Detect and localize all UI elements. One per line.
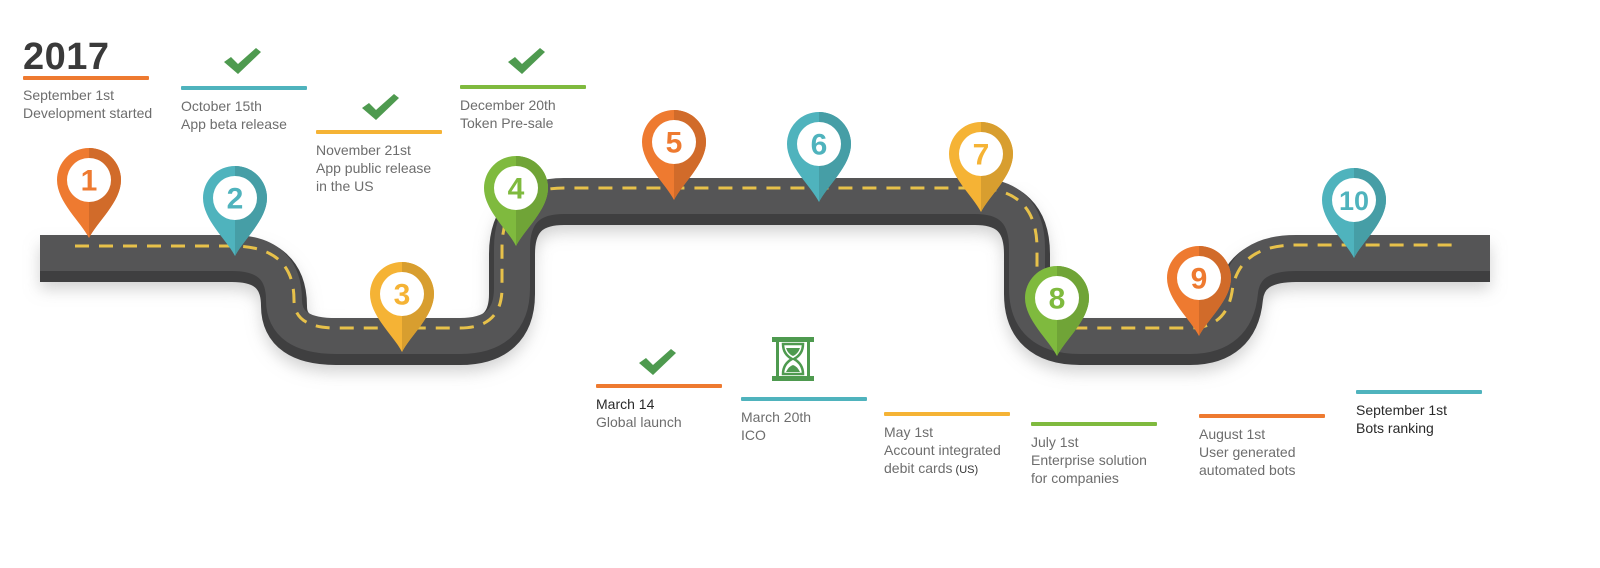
milestone-color-bar — [23, 76, 149, 80]
milestone-description: Development started — [23, 105, 153, 121]
map-pin-3: 3 — [370, 262, 434, 352]
milestone-description: App beta release — [181, 116, 287, 132]
milestone-date: November 21st — [316, 142, 411, 158]
milestone-date: December 20th — [460, 97, 556, 113]
map-pin-5: 5 — [642, 110, 706, 200]
milestone-date: October 15th — [181, 98, 262, 114]
map-pin-face — [494, 166, 538, 210]
road-center-line — [75, 186, 1460, 330]
map-pin-face — [797, 122, 841, 166]
year-heading: 2017 — [23, 36, 110, 78]
map-pin-6: 6 — [787, 112, 851, 202]
map-pin-face — [959, 132, 1003, 176]
milestone-date: March 14 — [596, 396, 655, 412]
milestone-date: August 1st — [1199, 426, 1266, 442]
checkmark-icon — [224, 48, 261, 74]
map-pin-number: 2 — [227, 183, 244, 216]
checkmark-icon — [508, 48, 545, 74]
milestone-color-bar — [596, 384, 722, 388]
map-pin-number: 5 — [666, 127, 683, 160]
milestone-5: March 14 Global launch — [596, 384, 746, 431]
map-pin-9: 9 — [1167, 246, 1231, 336]
milestone-description: Global launch — [596, 414, 682, 430]
milestone-note: (US) — [952, 464, 979, 476]
map-pin-number: 9 — [1191, 263, 1208, 296]
map-pin-number: 8 — [1049, 283, 1066, 316]
map-pin-number: 4 — [508, 173, 525, 206]
map-pin-number: 7 — [973, 139, 990, 172]
milestone-pins: 1 2 3 4 5 6 7 8 9 10 — [57, 110, 1386, 356]
milestone-description: User generated automated bots — [1199, 444, 1296, 478]
milestone-color-bar — [316, 130, 442, 134]
map-pin-face — [1332, 178, 1376, 222]
map-pin-7: 7 — [949, 122, 1013, 212]
milestone-description: Account integrated debit cards (US) — [884, 442, 1001, 476]
map-pin-1: 1 — [57, 148, 121, 238]
map-pin-face — [380, 272, 424, 316]
milestone-description: App public release in the US — [316, 160, 432, 194]
map-pin-face — [213, 176, 257, 220]
map-pin-number: 1 — [81, 165, 98, 198]
milestone-color-bar — [741, 397, 867, 401]
milestone-description: Enterprise solution for companies — [1031, 452, 1147, 486]
map-pin-face — [1177, 256, 1221, 300]
milestone-date: May 1st — [884, 424, 934, 440]
milestone-color-bar — [1356, 390, 1482, 394]
milestone-date: September 1st — [1356, 402, 1448, 418]
milestone-description: ICO — [741, 427, 766, 443]
map-pin-face — [67, 158, 111, 202]
map-pin-face — [1035, 276, 1079, 320]
checkmark-icon — [362, 94, 399, 120]
checkmark-icon — [639, 349, 676, 375]
milestone-description: Token Pre-sale — [460, 115, 554, 131]
milestone-color-bar — [1199, 414, 1325, 418]
milestone-color-bar — [1031, 422, 1157, 426]
milestone-color-bar — [460, 85, 586, 89]
milestone-color-bar — [884, 412, 1010, 416]
map-pin-number: 10 — [1339, 186, 1369, 216]
milestone-description: Bots ranking — [1356, 420, 1434, 436]
map-pin-number: 3 — [394, 279, 411, 312]
milestone-date: September 1st — [23, 87, 115, 103]
map-pin-4: 4 — [484, 156, 548, 246]
hourglass-icon — [772, 337, 814, 381]
milestone-date: July 1st — [1031, 434, 1079, 450]
map-pin-8: 8 — [1025, 266, 1089, 356]
map-pin-10: 10 — [1322, 168, 1386, 258]
map-pin-2: 2 — [203, 166, 267, 256]
milestone-color-bar — [181, 86, 307, 90]
map-pin-face — [652, 120, 696, 164]
milestone-date: March 20th — [741, 409, 812, 425]
map-pin-number: 6 — [811, 129, 828, 162]
